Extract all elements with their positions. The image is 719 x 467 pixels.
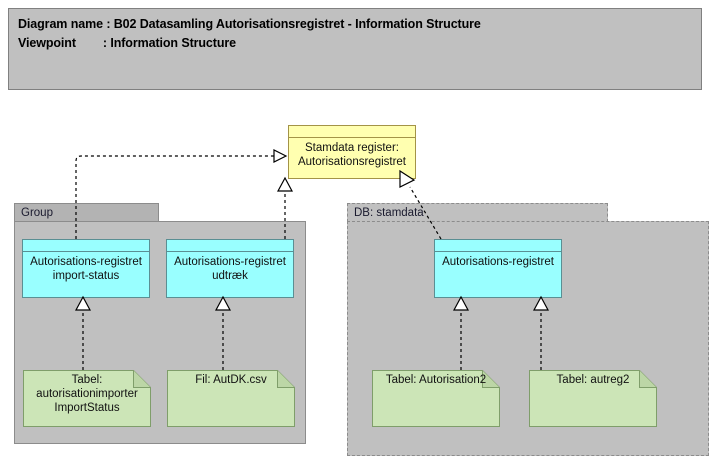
artifact-tabel-autorisation2[interactable]: Tabel: Autorisation2 [372,370,500,427]
artifact-fil-autdk-csv[interactable]: Fil: AutDK.csv [167,370,295,427]
element-stamdata-register-autorisationsregistret[interactable]: Stamdata register: Autorisationsregistre… [288,125,416,179]
element-autorisationsregistret[interactable]: Autorisations-registret [434,239,562,298]
artifact-label: Tabel: autorisationimporter ImportStatus [36,374,138,414]
element-autorisationsregistret-import-status[interactable]: Autorisations-registret import-status [22,239,150,298]
artifact-label: Fil: AutDK.csv [195,374,267,386]
element-header-strip [289,126,415,138]
note-shape-icon [529,370,657,427]
diagram-name-line: Diagram name : B02 Datasamling Autorisat… [18,17,481,31]
element-label: Autorisations-registret [442,256,554,268]
element-label: Stamdata register: Autorisationsregistre… [297,142,407,168]
element-autorisationsregistret-udtraek[interactable]: Autorisations-registret udtræk [166,239,294,298]
element-header-strip [167,240,293,252]
note-shape-icon [167,370,295,427]
note-shape-icon [372,370,500,427]
element-header-strip [435,240,561,252]
group-db-stamdata-label: DB: stamdata [354,207,424,219]
diagram-title-banner: Diagram name : B02 Datasamling Autorisat… [8,8,702,90]
element-label: Autorisations-registret udtræk [174,256,286,282]
element-header-strip [23,240,149,252]
element-label: Autorisations-registret import-status [30,256,142,282]
artifact-label: Tabel: Autorisation2 [385,374,487,386]
viewpoint-line: Viewpoint : Information Structure [18,36,237,50]
note-shape-icon [23,370,151,427]
artifact-tabel-autorisationimporter-importstatus[interactable]: Tabel: autorisationimporter ImportStatus [23,370,151,427]
group-left-label: Group [21,207,53,219]
artifact-label: Tabel: autreg2 [556,374,630,386]
artifact-tabel-autreg2[interactable]: Tabel: autreg2 [529,370,657,427]
